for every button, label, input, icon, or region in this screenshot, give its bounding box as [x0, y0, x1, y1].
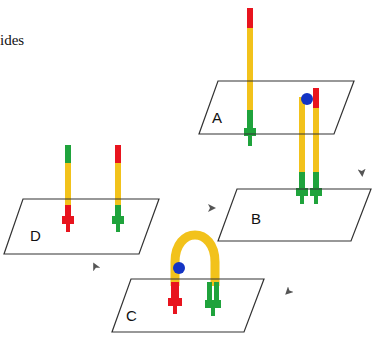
- panel-plane: A: [198, 80, 355, 135]
- cycle-arrow: [160, 208, 217, 209]
- plane-outline: [111, 278, 265, 333]
- cycle-arrow: [265, 242, 288, 292]
- plane-shape: [199, 81, 354, 134]
- cycle-arrow: [95, 255, 111, 278]
- plane-outline: [3, 198, 160, 255]
- strand-pair: [296, 88, 322, 204]
- panel-plane: B: [217, 188, 372, 242]
- strand-arch: [168, 235, 221, 316]
- plane-shape: [112, 279, 264, 332]
- panel-letter: A: [212, 110, 369, 125]
- strand-rod: [244, 8, 256, 146]
- panel-letter: D: [30, 228, 187, 243]
- panel-plane: C: [111, 278, 265, 333]
- cut-off-label: ides: [0, 33, 24, 48]
- plane-outline: [217, 188, 372, 242]
- plane-shape: [4, 199, 159, 254]
- cycle-arrow: [355, 135, 362, 188]
- panel-plane: D: [3, 198, 160, 255]
- strand-pair: [62, 145, 124, 232]
- plane-shape: [218, 189, 371, 241]
- panel-letter: B: [251, 211, 376, 226]
- panel-letter: C: [126, 308, 280, 323]
- plane-outline: [198, 80, 355, 135]
